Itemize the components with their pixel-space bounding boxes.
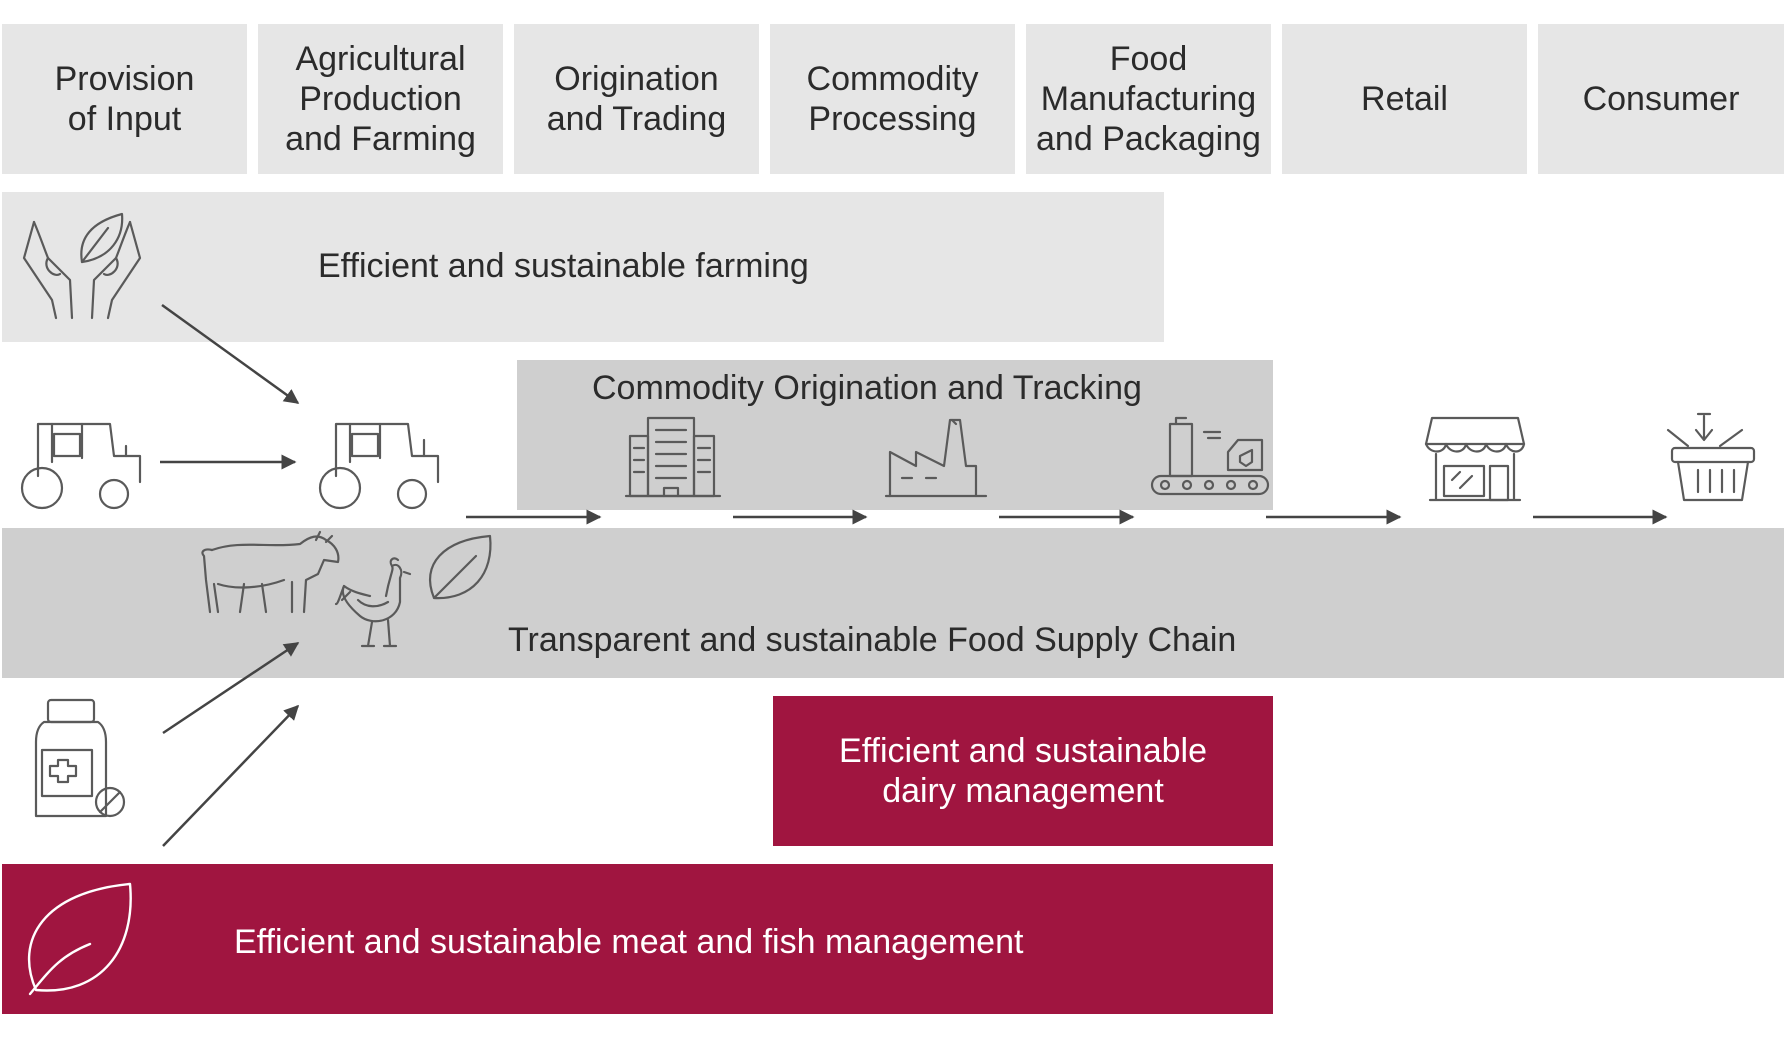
stage-food-manufacturing: Food Manufacturing and Packaging <box>1026 24 1271 174</box>
stage-label: Agricultural Production and Farming <box>285 40 476 158</box>
basket-icon <box>1666 412 1756 502</box>
stage-label: Commodity Processing <box>806 60 979 138</box>
medicine-icon <box>34 698 126 818</box>
tractor-icon <box>20 422 142 510</box>
stage-provision-of-input: Provision of Input <box>2 24 247 174</box>
stage-label: Food Manufacturing and Packaging <box>1036 40 1261 158</box>
leaf-icon <box>428 534 492 600</box>
stage-label: Consumer <box>1582 80 1740 118</box>
leaf-icon <box>27 882 132 996</box>
hands-leaf-icon <box>22 212 142 320</box>
band-dairy-management: Efficient and sustainable dairy manageme… <box>773 696 1273 846</box>
arrow-meat-to-livestock <box>162 704 300 847</box>
stage-label: Origination and Trading <box>546 60 727 138</box>
store-icon <box>1424 416 1526 502</box>
factory-icon <box>884 418 988 498</box>
band-efficient-farming <box>2 192 1164 342</box>
stage-agricultural-production: Agricultural Production and Farming <box>258 24 503 174</box>
band-meat-fish-management-label: Efficient and sustainable meat and fish … <box>234 923 1024 961</box>
band-meat-fish-management <box>2 864 1273 1014</box>
band-food-supply-chain-label: Transparent and sustainable Food Supply … <box>508 621 1237 659</box>
building-icon <box>624 416 722 498</box>
arrow-medicine-to-livestock <box>162 641 300 735</box>
cow-icon <box>201 530 340 614</box>
tractor-icon <box>318 422 440 510</box>
conveyor-icon <box>1150 416 1270 496</box>
stage-label: Provision of Input <box>54 60 195 138</box>
band-commodity-origination-label: Commodity Origination and Tracking <box>592 369 1142 407</box>
stage-label: Retail <box>1361 80 1448 118</box>
stage-commodity-processing: Commodity Processing <box>770 24 1015 174</box>
stage-consumer: Consumer <box>1538 24 1784 174</box>
stage-origination-trading: Origination and Trading <box>514 24 759 174</box>
band-dairy-management-label: Efficient and sustainable dairy manageme… <box>839 732 1207 810</box>
arrow-hands-to-tractor <box>161 303 300 405</box>
stage-retail: Retail <box>1282 24 1527 174</box>
band-efficient-farming-label: Efficient and sustainable farming <box>318 247 809 285</box>
chicken-icon <box>334 557 412 648</box>
